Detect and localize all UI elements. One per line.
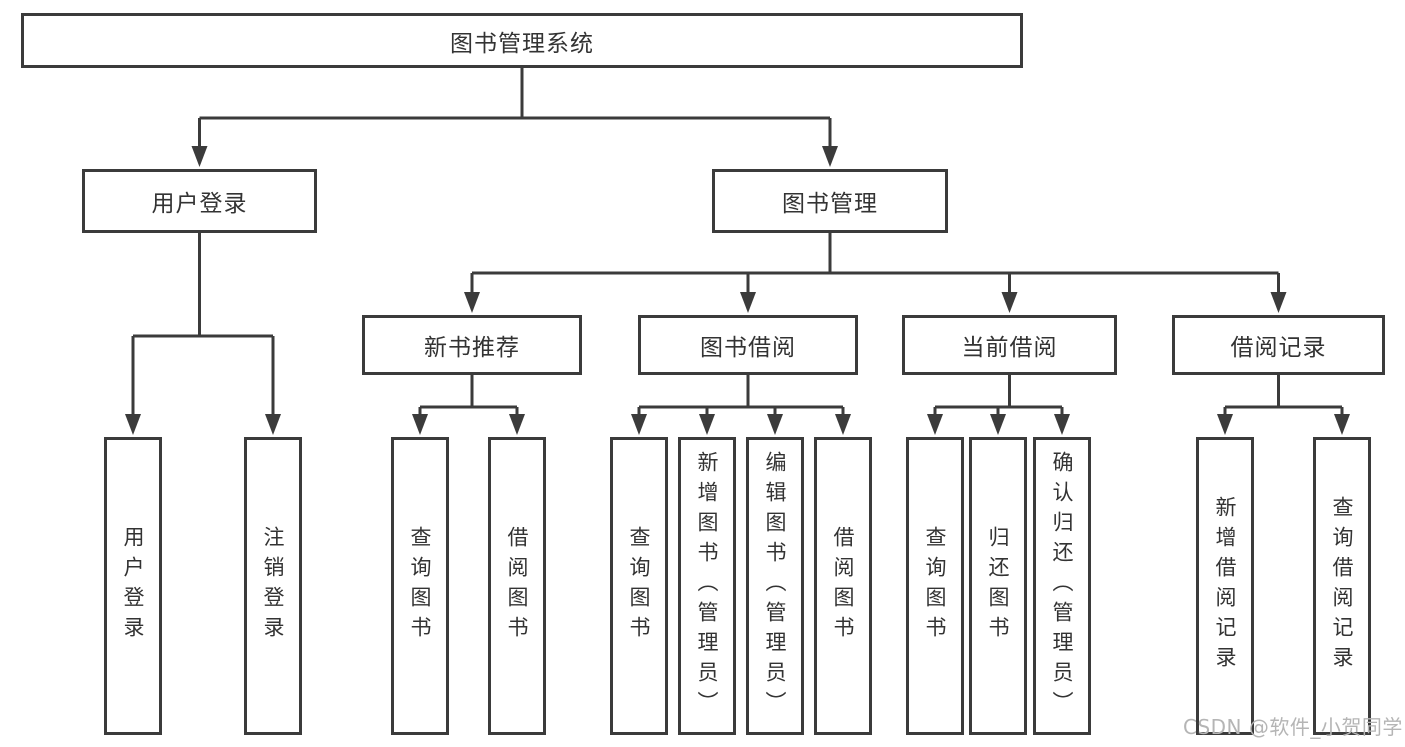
node-borrowing-records: 借阅记录: [1172, 315, 1385, 375]
leaf-return-book: 归还图书: [969, 437, 1027, 735]
node-label: 归还图书: [986, 526, 1011, 646]
node-system-root: 图书管理系统: [21, 13, 1023, 68]
leaf-add-book-admin: 新增图书（管理员）: [678, 437, 736, 735]
node-label: 编辑图书（管理员）: [763, 451, 788, 721]
node-book-borrowing: 图书借阅: [638, 315, 858, 375]
leaf-borrow-books-recommend: 借阅图书: [488, 437, 546, 735]
leaf-borrow-books-borrowing: 借阅图书: [814, 437, 872, 735]
leaf-logout: 注销登录: [244, 437, 302, 735]
node-label: 图书借阅: [700, 335, 796, 361]
node-new-book-recommend: 新书推荐: [362, 315, 582, 375]
node-label: 查询借阅记录: [1330, 496, 1355, 676]
node-label: 新增借阅记录: [1213, 496, 1238, 676]
node-label: 借阅记录: [1230, 335, 1327, 361]
node-label: 查询图书: [923, 526, 948, 646]
csdn-watermark: CSDN @软件_小贺同学: [1183, 715, 1403, 739]
node-user-login: 用户登录: [82, 169, 317, 233]
leaf-user-login: 用户登录: [104, 437, 162, 735]
node-label: 当前借阅: [961, 335, 1058, 361]
node-book-management: 图书管理: [712, 169, 948, 233]
node-label: 新增图书（管理员）: [695, 451, 720, 721]
node-label: 查询图书: [627, 526, 652, 646]
node-label: 用户登录: [121, 526, 146, 646]
node-label: 查询图书: [408, 526, 433, 646]
node-label: 图书管理系统: [450, 30, 594, 57]
node-label: 确认归还（管理员）: [1050, 451, 1075, 721]
node-current-borrowing: 当前借阅: [902, 315, 1117, 375]
node-label: 用户登录: [151, 191, 248, 217]
leaf-add-borrow-record: 新增借阅记录: [1196, 437, 1254, 735]
node-label: 注销登录: [261, 526, 286, 646]
leaf-query-books-current: 查询图书: [906, 437, 964, 735]
leaf-query-borrow-record: 查询借阅记录: [1313, 437, 1371, 735]
leaf-edit-book-admin: 编辑图书（管理员）: [746, 437, 804, 735]
leaf-query-books-recommend: 查询图书: [391, 437, 449, 735]
node-label: 图书管理: [782, 191, 878, 217]
leaf-confirm-return-admin: 确认归还（管理员）: [1033, 437, 1091, 735]
node-label: 新书推荐: [424, 335, 520, 361]
leaf-query-books-borrowing: 查询图书: [610, 437, 668, 735]
node-label: 借阅图书: [505, 526, 530, 646]
node-label: 借阅图书: [831, 526, 856, 646]
